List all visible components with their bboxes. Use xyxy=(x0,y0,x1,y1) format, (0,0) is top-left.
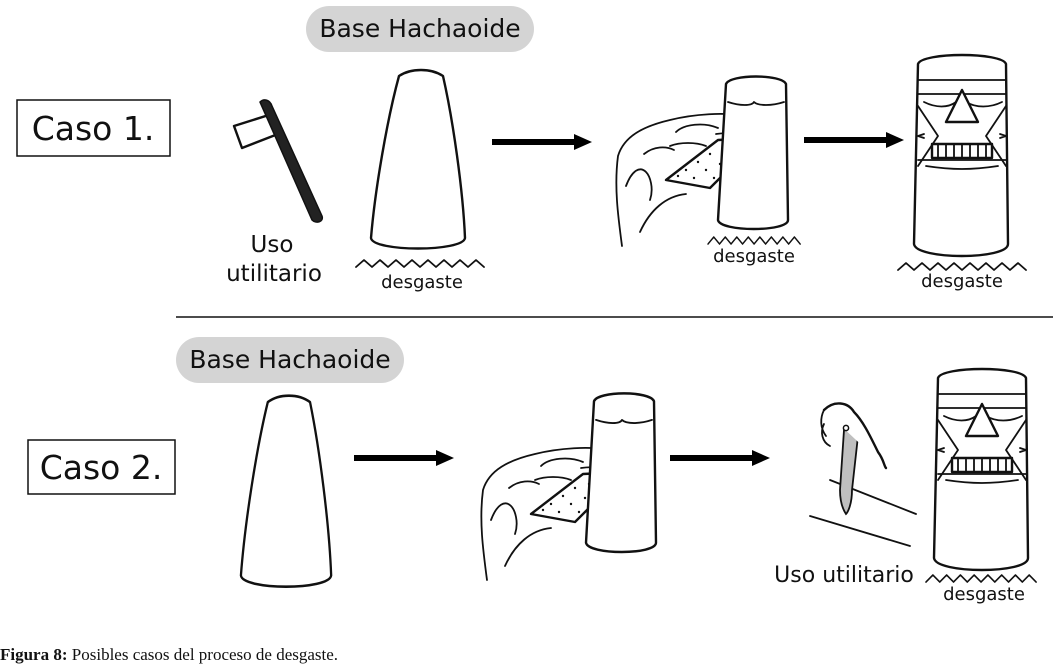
case2-moai-figure xyxy=(932,367,1030,572)
case2-base-label: Base Hachaoide xyxy=(189,345,390,374)
figure-caption-text: Posibles casos del proceso de desgaste. xyxy=(67,645,339,664)
case2-label-box: Caso 2. xyxy=(27,439,176,495)
case2-tool-label: Uso utilitario xyxy=(774,563,914,588)
case1-base-pill: Base Hachaoide xyxy=(306,6,534,52)
case2-stone-blank xyxy=(239,394,333,588)
case1-wear-label-1: desgaste xyxy=(381,272,463,293)
case1-wear-zigzag-1 xyxy=(355,259,485,268)
case1-label: Caso 1. xyxy=(32,109,155,148)
case1-wear-zigzag-3 xyxy=(897,262,1027,271)
case1-arrow-1 xyxy=(492,134,592,150)
case2-wear-label: desgaste xyxy=(943,584,1025,605)
case2-base-pill: Base Hachaoide xyxy=(176,337,404,383)
figure-caption: Figura 8: Posibles casos del proceso de … xyxy=(0,645,1063,664)
case2-stone-worked xyxy=(584,392,658,554)
case1-moai-figure xyxy=(912,53,1010,258)
axe-icon xyxy=(232,99,324,223)
case2-wear-zigzag xyxy=(925,574,1037,583)
figure-caption-label: Figura 8: xyxy=(0,645,68,664)
case1-arrow-2 xyxy=(804,132,904,148)
case1-label-box: Caso 1. xyxy=(16,99,171,157)
case1-stone-worked xyxy=(716,75,790,231)
case2-label: Caso 2. xyxy=(40,448,163,487)
case1-base-label: Base Hachaoide xyxy=(319,14,520,43)
hand-blade-icon xyxy=(809,402,917,547)
case2-arrow-2 xyxy=(670,450,770,466)
case1-tool-label-line1: Uso xyxy=(251,232,294,258)
case1-stone-blank xyxy=(369,68,467,250)
case2-arrow-1 xyxy=(354,450,454,466)
case1-tool-label-line2: utilitario xyxy=(226,261,322,287)
case1-wear-label-2: desgaste xyxy=(713,246,795,267)
case1-wear-label-3: desgaste xyxy=(921,271,1003,292)
case1-wear-zigzag-2 xyxy=(707,236,802,245)
